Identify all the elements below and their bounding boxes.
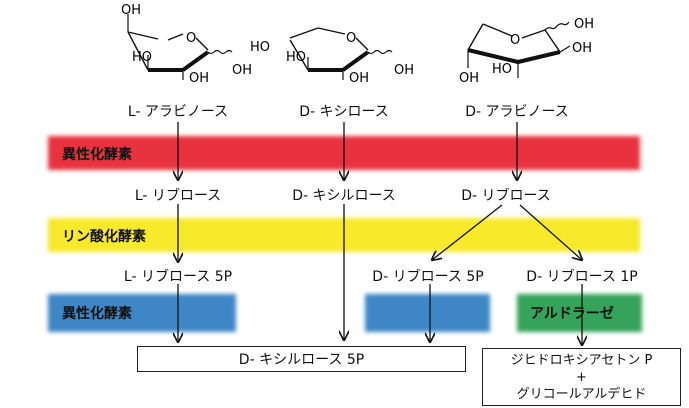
- d-xyl-ho-left1: HO: [250, 40, 270, 55]
- l-ara-ring-o: O: [186, 31, 196, 46]
- arrow-d-ribulose-to-1p: [519, 204, 582, 260]
- l-arabinose-structure: OH HO OH OH O: [121, 3, 252, 86]
- d-ara-ho-left: HO: [492, 62, 512, 77]
- d-ribulose-1p-label: D- リブロース 1P: [526, 269, 638, 285]
- d-arabinose-structure: OH OH HO OH O: [459, 17, 594, 86]
- l-arabinose-name: L- アラビノース: [127, 104, 229, 120]
- dhap-label: ジヒドロキシアセトン P: [510, 352, 653, 368]
- aldolase-band: [517, 294, 642, 332]
- d-ribulose-5p-label: D- リブロース 5P: [372, 269, 484, 285]
- aldolase-label: アルドラーゼ: [530, 306, 614, 322]
- isomerase-band-bottom: [48, 294, 236, 332]
- glycolaldehyde-label: グリコールアルデヒド: [516, 386, 647, 402]
- plus-sign: +: [576, 369, 587, 385]
- isomerase-label-top: 異性化酵素: [62, 147, 132, 163]
- d-xyl-oh-bottom: OH: [349, 71, 369, 86]
- d-ara-ring-o: O: [510, 33, 520, 48]
- xylulose-5p-label: D- キシルロース 5P: [238, 352, 365, 368]
- d-arabinose-name: D- アラビノース: [465, 104, 569, 120]
- d-ara-oh-right2: OH: [572, 41, 592, 56]
- l-ribulose-5p-label: L- リブロース 5P: [123, 269, 233, 285]
- aldolase-products-box: ジヒドロキシアセトン P + グリコールアルデヒド: [482, 348, 681, 406]
- l-ara-ho-left: HO: [132, 50, 152, 65]
- l-ara-oh-bottom: OH: [189, 71, 209, 86]
- kinase-label: リン酸化酵素: [62, 229, 146, 245]
- d-xylose-structure: HO HO OH OH O: [250, 27, 414, 86]
- d-ara-oh-right1: OH: [574, 17, 594, 32]
- d-ribulose-label: D- リブロース: [461, 188, 551, 204]
- l-ribulose-label: L- リブロース: [134, 188, 222, 204]
- d-xylulose-label: D- キシルロース: [292, 188, 396, 204]
- l-ara-oh-top: OH: [121, 3, 141, 18]
- d-xyl-ring-o: O: [346, 31, 356, 46]
- xylulose-5p-box: D- キシルロース 5P: [137, 346, 466, 372]
- l-ara-oh-right: OH: [232, 63, 252, 78]
- isomerase-label-bottom: 異性化酵素: [62, 306, 132, 322]
- d-xyl-oh-right: OH: [394, 63, 414, 78]
- d-xylose-name: D- キシロース: [299, 104, 389, 120]
- d-ara-oh-bottom: OH: [459, 71, 479, 86]
- d-xyl-ho-left2: HO: [286, 50, 306, 65]
- isomerase-band-small: [365, 294, 490, 332]
- arrow-d-ribulose-to-5p: [432, 204, 503, 260]
